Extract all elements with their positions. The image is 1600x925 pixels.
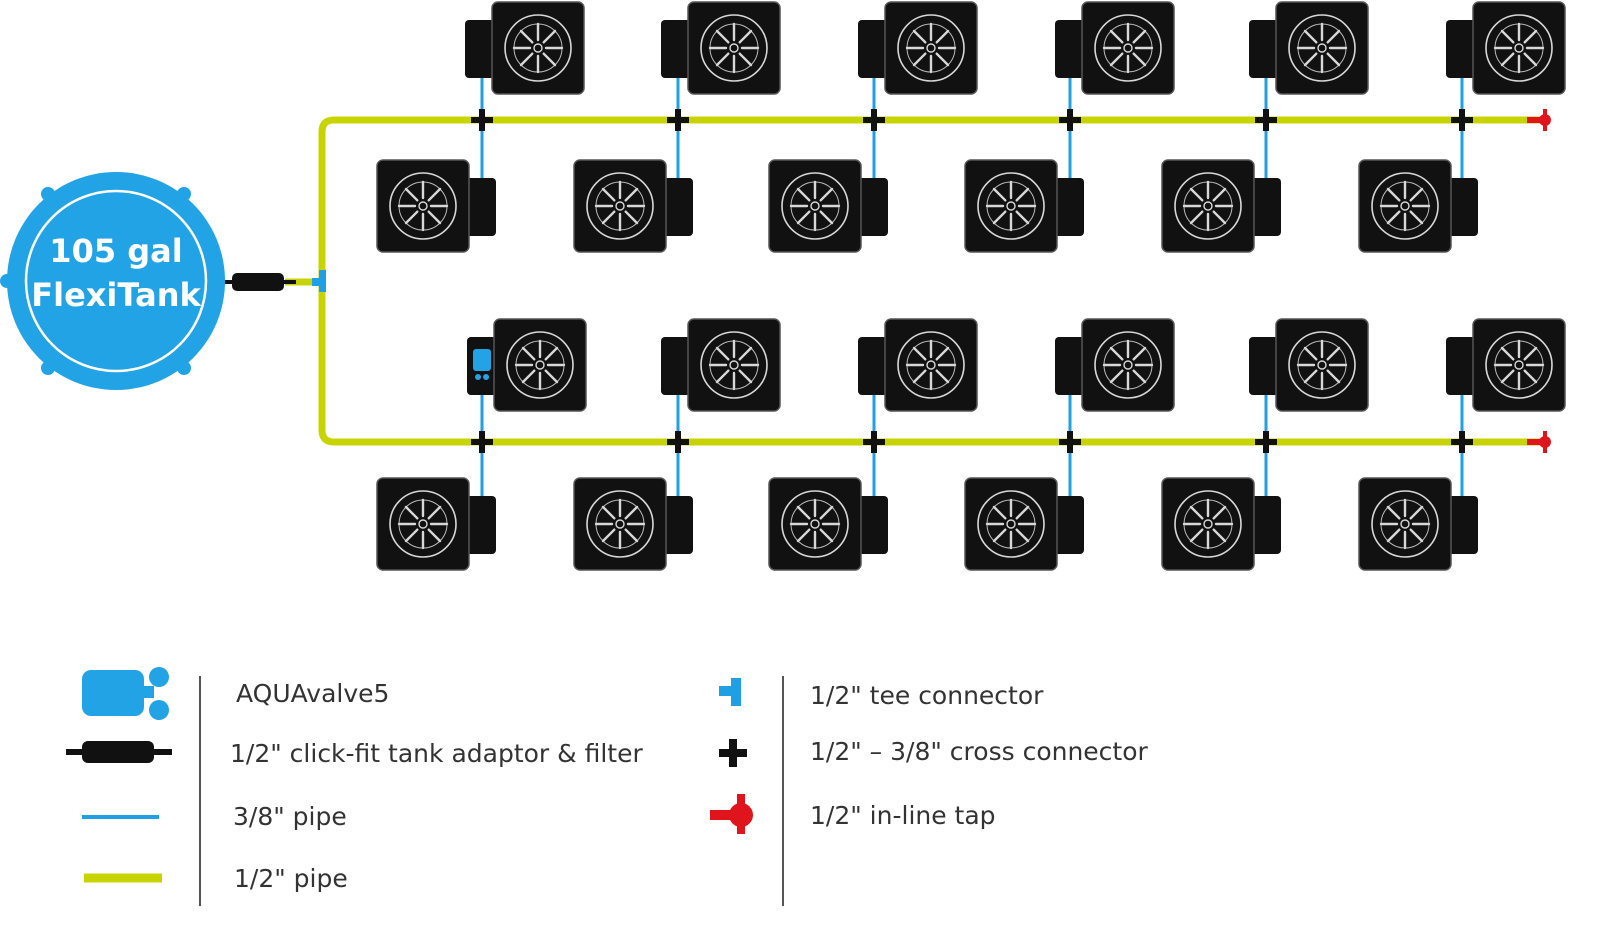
flexitank: 105 gal FlexiTank (0, 172, 225, 390)
tank-adaptor-filter-icon (66, 741, 172, 763)
pot (1357, 158, 1478, 254)
legend-label-cross-connector: 1/2" – 3/8" cross connector (810, 737, 1149, 766)
pot (963, 158, 1084, 254)
pot (767, 158, 888, 254)
cross-connector-icon (719, 739, 747, 767)
inline-tap-lower (1527, 431, 1551, 453)
pot (767, 476, 888, 572)
pot (572, 476, 693, 572)
pot (375, 476, 496, 572)
legend-label-inline-tap: 1/2" in-line tap (810, 801, 996, 830)
three-eighth-pipes-upper (480, 78, 1464, 188)
pot (375, 158, 496, 254)
aquavalve-icon (473, 349, 491, 380)
pot (1357, 476, 1478, 572)
pot-row-3 (467, 317, 1567, 413)
tank-name: FlexiTank (31, 276, 201, 314)
legend-label-half-inch-pipe: 1/2" pipe (234, 864, 348, 893)
legend-label-tank-adaptor: 1/2" click-fit tank adaptor & filter (230, 739, 643, 768)
pot (1055, 0, 1176, 96)
tee-connector (312, 270, 326, 292)
inline-tap-upper (1527, 109, 1551, 131)
pot (1160, 476, 1281, 572)
pot (963, 476, 1084, 572)
legend: AQUAvalve5 1/2" click-fit tank adaptor &… (66, 667, 1149, 906)
tee-connector-icon (719, 678, 741, 706)
tank-capacity: 105 gal (49, 232, 182, 270)
pot (1446, 317, 1567, 413)
tank-adaptor-filter (218, 273, 296, 291)
inline-tap-icon (710, 794, 753, 834)
aquavalve-icon (82, 667, 169, 720)
pot (1249, 317, 1370, 413)
legend-label-aquavalve: AQUAvalve5 (236, 679, 389, 708)
pot-row-1 (465, 0, 1567, 96)
pot (465, 0, 586, 96)
pot-row-4 (375, 476, 1478, 572)
pot (467, 317, 588, 413)
pot (858, 0, 979, 96)
pot (858, 317, 979, 413)
pot (572, 158, 693, 254)
pot (1249, 0, 1370, 96)
pot (661, 0, 782, 96)
pot (661, 317, 782, 413)
legend-label-tee-connector: 1/2" tee connector (810, 681, 1044, 710)
pot (1055, 317, 1176, 413)
legend-label-three-eighth-pipe: 3/8" pipe (233, 802, 347, 831)
pot-row-2 (375, 158, 1478, 254)
pot (1446, 0, 1567, 96)
pot (1160, 158, 1281, 254)
